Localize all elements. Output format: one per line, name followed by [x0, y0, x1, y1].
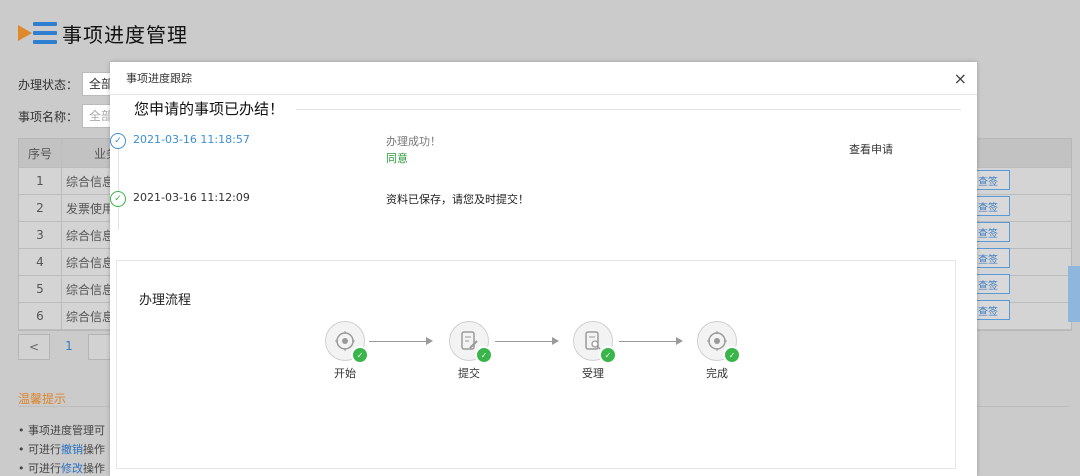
row-no: 6 — [19, 303, 62, 329]
flow-arrow — [495, 337, 559, 345]
flow-step-label: 受理 — [582, 367, 604, 380]
flow-step-complete: ✓ 完成 — [687, 321, 747, 381]
row-business: 综合信息 — [66, 282, 115, 297]
flow-step-label: 提交 — [458, 367, 480, 380]
status-heading: 您申请的事项已办结！ — [126, 98, 961, 119]
check-circle-icon: ✓ — [110, 133, 126, 149]
timeline-item: ✓ 2021-03-16 11:12:09 资料已保存，请您及时提交！ — [110, 191, 970, 231]
row-business: 综合信息 — [66, 309, 115, 324]
filter-status-label: 办理状态： — [18, 77, 79, 92]
done-check-icon: ✓ — [723, 346, 741, 364]
timeline-time: 2021-03-16 11:18:57 — [133, 133, 250, 146]
status-heading-text: 您申请的事项已办结！ — [134, 100, 285, 118]
row-check-button[interactable]: 查签 — [966, 170, 1010, 190]
flow-step-accept: ✓ 受理 — [563, 321, 623, 381]
modal-header: 事项进度跟踪 × — [110, 62, 977, 95]
flow-step-label: 开始 — [334, 367, 356, 380]
filter-status-select[interactable]: 全部 — [82, 72, 131, 96]
search-document-icon: ✓ — [573, 321, 617, 364]
flow-step-submit: ✓ 提交 — [439, 321, 499, 381]
filter-name-label: 事项名称： — [18, 109, 79, 124]
modify-link[interactable]: 修改 — [61, 462, 83, 475]
view-application-link[interactable]: 查看申请 — [849, 143, 893, 156]
row-business: 综合信息 — [66, 255, 115, 270]
row-no: 4 — [19, 249, 62, 275]
target-icon: ✓ — [697, 321, 741, 364]
row-business: 综合信息 — [66, 228, 115, 243]
menu-logo-icon — [18, 18, 58, 48]
progress-modal: 事项进度跟踪 × 您申请的事项已办结！ ✓ 2021-03-16 11:18:5… — [110, 62, 977, 476]
tip-item: • 可进行撤销操作 — [18, 443, 105, 456]
tip-item: • 事项进度管理可 — [18, 424, 105, 437]
pager-prev-button[interactable]: < — [18, 334, 50, 360]
done-check-icon: ✓ — [475, 346, 493, 364]
side-float-tab[interactable] — [1068, 266, 1080, 322]
tip-item: • 可进行修改操作 — [18, 462, 105, 475]
process-flow-panel: 办理流程 ✓ 开始 ✓ 提交 ✓ 受理 — [116, 260, 956, 469]
check-circle-icon: ✓ — [110, 191, 126, 207]
done-check-icon: ✓ — [351, 346, 369, 364]
timeline-message: 办理成功！ — [386, 135, 441, 148]
row-business: 发票使用 — [66, 201, 115, 216]
row-no: 1 — [19, 168, 62, 194]
timeline-line — [118, 138, 119, 230]
edit-document-icon: ✓ — [449, 321, 493, 364]
column-header-no: 序号 — [19, 139, 62, 167]
row-business: 综合信息 — [66, 174, 115, 189]
timeline-message: 资料已保存，请您及时提交！ — [386, 193, 529, 206]
target-icon: ✓ — [325, 321, 369, 364]
page-header: 事项进度管理 — [18, 18, 188, 48]
timeline-result: 同意 — [386, 152, 408, 165]
flow-step-label: 完成 — [706, 367, 728, 380]
filter-status: 办理状态： 全部 — [18, 72, 131, 96]
tips-title: 温馨提示 — [18, 392, 67, 406]
pagination: < 1 — [18, 334, 120, 360]
timeline-item: ✓ 2021-03-16 11:18:57 办理成功！ 同意 查看申请 — [110, 133, 970, 173]
close-icon[interactable]: × — [953, 68, 967, 88]
row-check-button[interactable]: 查签 — [966, 222, 1010, 242]
modal-title: 事项进度跟踪 — [126, 72, 192, 85]
row-check-button[interactable]: 查签 — [966, 300, 1010, 320]
row-no: 5 — [19, 276, 62, 302]
flow-step-start: ✓ 开始 — [315, 321, 375, 381]
row-no: 2 — [19, 195, 62, 221]
flow-title: 办理流程 — [139, 293, 192, 308]
page-title: 事项进度管理 — [62, 22, 188, 47]
row-no: 3 — [19, 222, 62, 248]
done-check-icon: ✓ — [599, 346, 617, 364]
flow-arrow — [369, 337, 433, 345]
timeline-time: 2021-03-16 11:12:09 — [133, 191, 250, 204]
revoke-link[interactable]: 撤销 — [61, 443, 83, 456]
pager-page-1[interactable]: 1 — [65, 339, 73, 353]
flow-arrow — [619, 337, 683, 345]
